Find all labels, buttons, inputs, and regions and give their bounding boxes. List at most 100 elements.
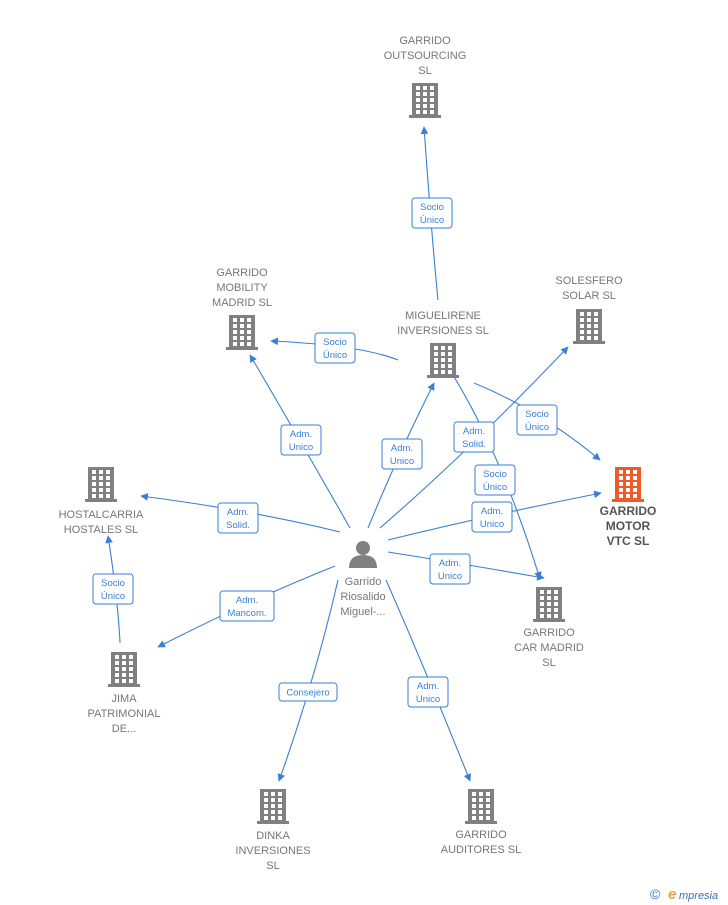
brand-logo[interactable]: © e mpresia <box>650 886 718 903</box>
node-label-line: HOSTALCARRIA <box>59 509 144 521</box>
edges-layer <box>105 126 602 782</box>
node-label-line: GARRIDO <box>523 627 575 639</box>
edge-label-box[interactable]: Adm. Unico <box>407 676 449 708</box>
edge-label-box[interactable]: Adm. Solid. <box>453 421 495 453</box>
node-label-line: MOBILITY <box>216 282 268 294</box>
edge-label-text: Adm. <box>463 426 485 437</box>
node-label-line: JIMA <box>111 693 137 705</box>
node-label-line: SL <box>418 65 431 77</box>
building-icon <box>226 315 258 350</box>
edge-label-text: Adm. <box>417 681 439 692</box>
node-dinka[interactable]: DINKA INVERSIONES SL <box>235 789 311 872</box>
node-label-line: CAR MADRID <box>514 642 584 654</box>
node-label-line: MOTOR <box>606 519 651 533</box>
edge-label-text: Mancom. <box>227 608 266 619</box>
node-label-line: Garrido <box>345 576 382 588</box>
node-label-line: SOLESFERO <box>555 275 623 287</box>
copyright-symbol: © <box>650 886 661 902</box>
node-label-line: INVERSIONES <box>235 845 310 857</box>
edge-label-box[interactable]: Adm. Solid. <box>217 502 259 534</box>
node-auditores[interactable]: GARRIDO AUDITORES SL <box>441 789 522 856</box>
node-label-line: VTC SL <box>607 534 650 548</box>
edge-label-box[interactable]: Consejero <box>278 682 338 702</box>
edge-label-text: Único <box>323 350 347 361</box>
node-label-line: OUTSOURCING <box>384 50 467 62</box>
edge-label-box[interactable]: Adm. Unico <box>429 553 471 585</box>
node-carmadrid[interactable]: GARRIDO CAR MADRID SL <box>514 587 584 669</box>
node-person[interactable]: GarridoRiosalidoMiguel-... <box>340 541 386 618</box>
building-icon <box>257 789 289 824</box>
edge-label-text: Único <box>525 422 549 433</box>
node-label-line: MIGUELIRENE <box>405 310 481 322</box>
building-icon <box>85 467 117 502</box>
edge-label-text: Unico <box>289 442 313 453</box>
edge-label-text: Socio <box>420 202 444 213</box>
edge-label-text: Adm. <box>236 595 258 606</box>
edge-label-text: Adm. <box>391 443 413 454</box>
node-label-line: DE... <box>112 723 136 735</box>
edge-label-text: Único <box>101 591 125 602</box>
edge-label-text: Adm. <box>439 558 461 569</box>
edge-label-text: Socio <box>101 578 125 589</box>
edge-label-text: Socio <box>483 469 507 480</box>
node-label-line: HOSTALES SL <box>64 524 138 536</box>
node-label-line: INVERSIONES SL <box>397 325 489 337</box>
node-label-line: PATRIMONIAL <box>88 708 161 720</box>
edge-labels-layer: SocioÚnicoSocioÚnicoSocioÚnicoSocioÚnico… <box>92 197 558 708</box>
node-mobility[interactable]: GARRIDO MOBILITY MADRID SL <box>212 267 272 350</box>
node-label-line: Miguel-... <box>340 606 385 618</box>
edge-label-text: Solid. <box>226 520 250 531</box>
node-label-line: Riosalido <box>340 591 385 603</box>
edge-label-text: Unico <box>480 519 504 530</box>
node-label-line: DINKA <box>256 830 290 842</box>
edge-label-box[interactable]: Adm. Unico <box>381 438 423 470</box>
edge-label-text: Único <box>483 482 507 493</box>
person-icon <box>349 541 377 568</box>
edge-label-text: Unico <box>390 456 414 467</box>
node-label-line: GARRIDO <box>455 829 507 841</box>
building-icon <box>465 789 497 824</box>
node-hostalcarria[interactable]: HOSTALCARRIA HOSTALES SL <box>59 467 144 536</box>
building-icon <box>108 652 140 687</box>
edge-label-text: Consejero <box>286 688 329 699</box>
brand-name: mpresia <box>679 890 718 902</box>
edge-miguelirene-carmadrid <box>450 371 542 580</box>
edge-label-text: Unico <box>416 694 440 705</box>
node-label-line: SL <box>266 860 279 872</box>
building-icon <box>533 587 565 622</box>
edge-label-text: Socio <box>525 409 549 420</box>
edge-label-text: Unico <box>438 571 462 582</box>
edge-label-text: Adm. <box>481 506 503 517</box>
building-icon <box>409 83 441 118</box>
building-icon <box>427 343 459 378</box>
edge-label-text: Adm. <box>290 429 312 440</box>
edge-label-text: Solid. <box>462 439 486 450</box>
node-jima[interactable]: JIMA PATRIMONIAL DE... <box>88 652 161 735</box>
edge-label-text: Socio <box>323 337 347 348</box>
edge-label-box[interactable]: Adm. Mancom. <box>219 590 275 622</box>
building-icon <box>612 467 644 502</box>
node-miguelirene[interactable]: MIGUELIRENE INVERSIONES SL <box>397 310 489 378</box>
edge-label-box[interactable]: Adm. Unico <box>280 424 322 456</box>
edge-person-dinka <box>277 579 339 782</box>
edge-label-box[interactable]: Adm. Unico <box>471 501 513 533</box>
nodes-layer: GARRIDO OUTSOURCING SL GARRIDO MOBILITY MADRI… <box>59 35 657 872</box>
node-label-line: MADRID SL <box>212 297 272 309</box>
node-label-line: GARRIDO <box>216 267 268 279</box>
node-label-line: AUDITORES SL <box>441 844 522 856</box>
node-label-line: GARRIDO <box>399 35 451 47</box>
brand-initial: e <box>668 886 676 903</box>
node-outsourcing[interactable]: GARRIDO OUTSOURCING SL <box>384 35 467 118</box>
node-label-line: SL <box>542 657 555 669</box>
edge-label-text: Único <box>420 215 444 226</box>
building-icon <box>573 309 605 344</box>
edge-label-text: Adm. <box>227 507 249 518</box>
